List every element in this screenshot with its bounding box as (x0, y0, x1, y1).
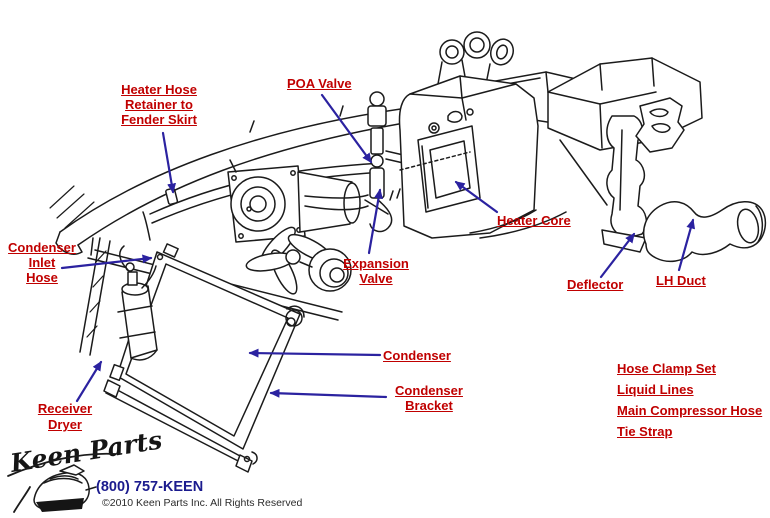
arrow-condenser-bracket (269, 388, 388, 399)
arrow-receiver-dryer (75, 360, 103, 403)
related-parts-list: Hose Clamp Set Liquid Lines Main Compres… (617, 362, 762, 446)
arrow-lh-duct (677, 218, 696, 272)
callout-label-receiver-dryer[interactable]: Receiver Dryer (37, 401, 93, 432)
parts-list-item-main-compressor-hose[interactable]: Main Compressor Hose (617, 403, 763, 418)
arrow-condenser-inlet-hose (60, 254, 153, 270)
callout-arrows (60, 93, 696, 403)
callout-label-condenser-bracket[interactable]: Condenser Bracket (395, 383, 463, 413)
deflector-drawing (601, 97, 685, 253)
callout-label-heater-core[interactable]: Heater Core (497, 213, 571, 228)
arrow-heater-hose-retainer (161, 131, 177, 194)
callout-label-condenser[interactable]: Condenser (383, 348, 451, 363)
receiver-dryer-drawing (117, 245, 158, 361)
callout-label-heater-hose-retainer[interactable]: Heater Hose Retainer to Fender Skirt (121, 82, 197, 127)
parts-list-item-hose-clamp-set[interactable]: Hose Clamp Set (617, 361, 716, 376)
callout-label-expansion-valve[interactable]: Expansion Valve (343, 256, 409, 286)
hose-retainer-clip (165, 187, 179, 206)
lh-duct-drawing (642, 200, 767, 263)
arrow-deflector (599, 232, 636, 279)
callout-label-deflector[interactable]: Deflector (567, 277, 624, 292)
corvette-car-drawing (33, 464, 97, 512)
callout-label-poa-valve[interactable]: POA Valve (287, 76, 352, 91)
heater-assembly-drawing (398, 31, 703, 239)
compressor-drawing (227, 159, 369, 243)
callout-label-condenser-inlet-hose[interactable]: Condenser Inlet Hose (8, 240, 76, 285)
arrow-heater-core (454, 180, 499, 214)
callout-label-lh-duct[interactable]: LH Duct (656, 273, 706, 288)
logo-script-text: Keen Parts (7, 425, 164, 478)
phone-number: (800) 757-KEEN (96, 479, 204, 495)
fan-pulley-drawing (245, 188, 461, 295)
poa-valve-drawing (364, 91, 413, 233)
arrow-condenser (248, 348, 382, 358)
parts-list-item-tie-strap[interactable]: Tie Strap (617, 424, 673, 439)
condenser-drawing (103, 243, 305, 473)
arrow-expansion-valve (367, 188, 383, 255)
parts-list-item-liquid-lines[interactable]: Liquid Lines (617, 382, 694, 397)
arrow-poa-valve (320, 93, 373, 164)
copyright-notice: ©2010 Keen Parts Inc. All Rights Reserve… (102, 497, 303, 509)
